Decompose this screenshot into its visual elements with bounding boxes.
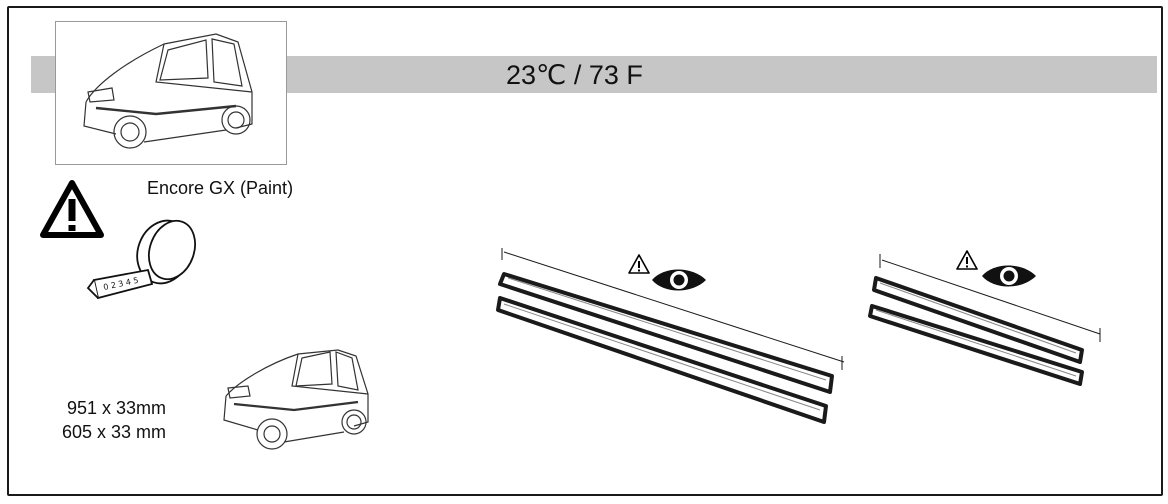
car-thumbnail <box>55 21 287 165</box>
dimension-short: 605 x 33 mm <box>62 422 167 442</box>
car-illustration <box>83 33 253 149</box>
vehicle-name: Encore GX (Paint) <box>147 178 294 198</box>
car-illustration-lower <box>223 349 369 450</box>
warning-triangle-icon <box>956 250 978 270</box>
warning-triangle-icon <box>628 254 650 274</box>
short-moulding-diagram <box>868 250 1101 386</box>
long-moulding-diagram <box>496 248 845 424</box>
temperature-label: 23℃ / 73 F <box>506 60 643 90</box>
warning-triangle-icon <box>40 180 104 238</box>
tape-measure-icon: 0 2 3 4 5 <box>86 219 196 300</box>
dimension-list: 951 x 33mm 605 x 33 mm <box>62 396 166 444</box>
eye-icon <box>982 265 1036 287</box>
eye-icon <box>652 269 706 291</box>
dimension-long: 951 x 33mm <box>67 398 167 418</box>
